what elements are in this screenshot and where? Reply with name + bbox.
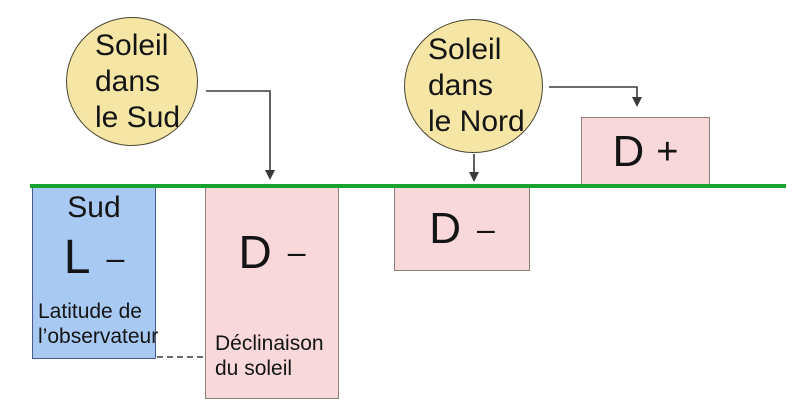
- declination-minus-box: D –: [394, 186, 530, 271]
- declination-symbol: D: [238, 226, 272, 278]
- declination-sign: –: [287, 234, 306, 270]
- latitude-caption-line-2: l’observateur: [38, 325, 159, 348]
- arrow-sun-south-to-horizon: [206, 90, 275, 180]
- declination-symbol-row: D –: [238, 229, 305, 275]
- sun-south-line-3: le Sud: [95, 100, 181, 134]
- sun-north-line-2: dans: [428, 69, 494, 102]
- declination-caption: Déclinaison du soleil: [206, 331, 324, 381]
- sun-south-line-1: Soleil: [95, 28, 169, 62]
- latitude-symbol-row: L –: [64, 234, 125, 282]
- latitude-symbol: L: [63, 231, 91, 284]
- declination-caption-line-1: Déclinaison: [215, 332, 324, 355]
- sun-south-line-2: dans: [95, 64, 161, 98]
- latitude-sign: –: [106, 240, 125, 276]
- d-plus-symbol-row: D +: [613, 130, 679, 174]
- latitude-caption: Latitude de l’observateur: [33, 299, 158, 349]
- d-plus-sign: +: [656, 131, 679, 173]
- declination-south-box: D – Déclinaison du soleil: [205, 186, 339, 399]
- region-label: Sud: [67, 191, 121, 224]
- d-plus-symbol: D: [612, 127, 645, 176]
- sun-north-line-1: Soleil: [428, 33, 502, 66]
- arrow-sun-north-to-horizon: [469, 154, 479, 182]
- arrow-sun-north-to-dplus: [549, 86, 642, 107]
- horizon-line: [30, 184, 786, 188]
- sun-south-circle: Soleil dans le Sud: [66, 17, 198, 146]
- latitude-caption-line-1: Latitude de: [38, 300, 142, 323]
- declination-plus-box: D +: [581, 117, 710, 187]
- sun-north-line-3: le Nord: [428, 105, 525, 138]
- declination-caption-line-2: du soleil: [215, 357, 293, 380]
- sun-north-circle: Soleil dans le Nord: [404, 19, 543, 153]
- d-minus-symbol: D: [429, 203, 461, 253]
- latitude-south-box: Sud L – Latitude de l’observateur: [32, 186, 158, 359]
- d-minus-symbol-row: D –: [429, 203, 495, 253]
- d-minus-sign: –: [476, 210, 495, 247]
